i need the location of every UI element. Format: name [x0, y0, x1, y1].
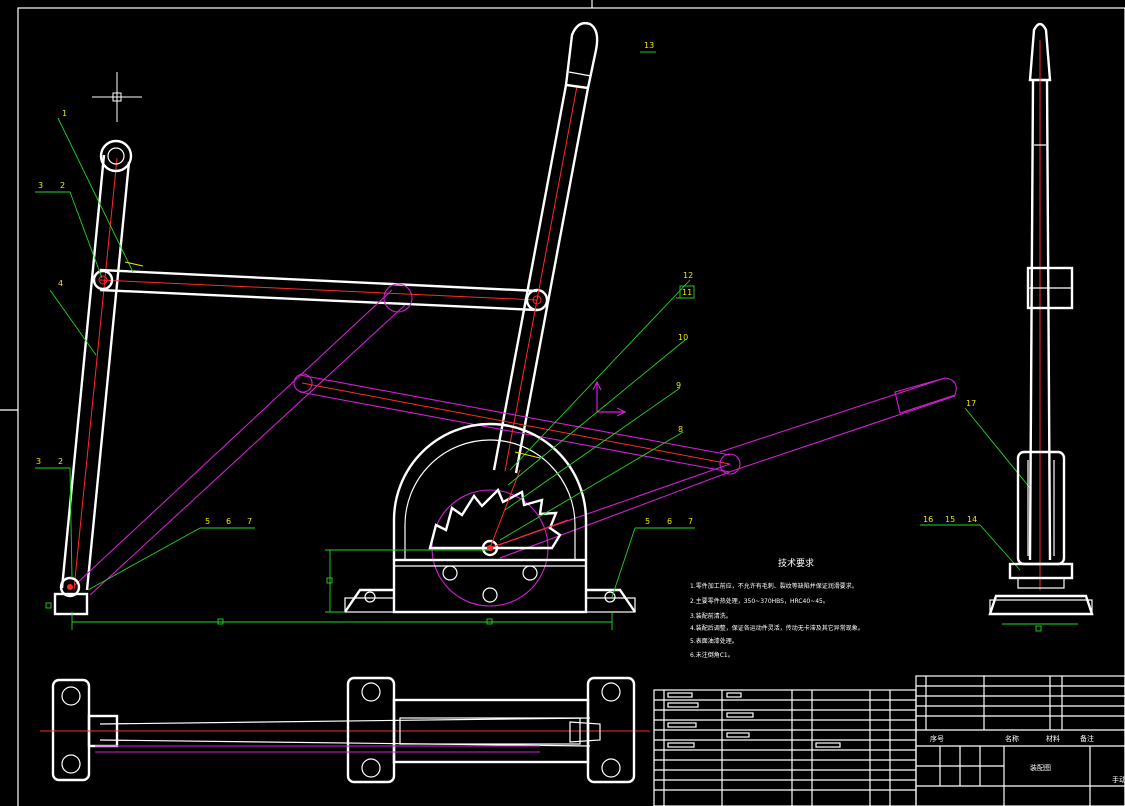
part-label-13: 13 [644, 41, 654, 50]
dimension-lines [45, 549, 613, 630]
part-label-7: 7 [247, 517, 252, 526]
crosshair-cursor-icon [92, 72, 142, 122]
part-label-5b: 5 [645, 517, 650, 526]
part-label-9: 9 [676, 381, 681, 390]
left-base-foot [53, 576, 89, 616]
part-label-2b: 2 [58, 457, 63, 466]
part-label-14: 14 [967, 515, 977, 524]
part-label-1: 1 [62, 109, 67, 118]
part-label-15: 15 [945, 515, 955, 524]
part-label-16: 16 [923, 515, 933, 524]
part-label-11: 11 [682, 288, 692, 297]
part-label-2: 2 [60, 181, 65, 190]
part-label-6: 6 [226, 517, 231, 526]
main-lever-handle [492, 21, 599, 474]
tech-notes-title: 技术要求 [778, 557, 814, 569]
leader-lines [35, 51, 1031, 598]
part-label-12: 12 [683, 271, 693, 280]
left-column-link [60, 139, 133, 591]
title-block-col-b: 名称 [1005, 734, 1019, 743]
part-label-4: 4 [58, 279, 63, 288]
ratchet-wheel [428, 469, 569, 603]
side-view [988, 22, 1094, 632]
tech-note-6: 6.未注倒角C1。 [690, 651, 734, 659]
ucs-axis-icon [592, 380, 627, 417]
top-view [40, 676, 650, 784]
front-view: 1 3 2 4 3 2 5 6 7 5 6 7 8 9 10 11 12 13 … [35, 21, 1031, 630]
linkage-ghost-position [74, 283, 957, 607]
part-label-3b: 3 [36, 457, 41, 466]
part-label-6b: 6 [667, 517, 672, 526]
parts-list-table [653, 689, 917, 806]
tech-note-1: 1.零件加工前应，不允许有毛刺、裂纹等缺陷并保证润滑要求。 [690, 582, 858, 590]
tech-note-2: 2.主要零件热处理，350~370HBS，HRC40~45。 [690, 597, 829, 605]
title-block: 序号 名称 材料 备注 装配图 手动 [915, 675, 1125, 806]
part-label-5: 5 [205, 517, 210, 526]
part-label-7b: 7 [688, 517, 693, 526]
title-block-col-a: 序号 [930, 734, 944, 743]
part-label-17: 17 [966, 399, 976, 408]
part-label-10: 10 [678, 333, 688, 342]
tech-note-4: 4.装配后调整，保证各运动件灵活，传动无卡滞及其它异常现象。 [690, 624, 864, 632]
technical-requirements-notes: 技术要求 1.零件加工前应，不允许有毛刺、裂纹等缺陷并保证润滑要求。 2.主要零… [690, 557, 864, 659]
part-label-8: 8 [678, 425, 683, 434]
title-block-right-cell: 手动 [1112, 775, 1125, 784]
ratchet-housing [344, 422, 636, 614]
title-block-col-c: 材料 [1046, 734, 1060, 743]
title-block-drawing-name: 装配图 [1030, 763, 1051, 772]
top-horizontal-link [92, 268, 549, 312]
title-block-col-d: 备注 [1080, 734, 1094, 743]
part-number-labels: 1 3 2 4 3 2 5 6 7 5 6 7 8 9 10 11 12 13 … [36, 41, 977, 526]
tech-note-5: 5.表面油漆处理。 [690, 637, 738, 645]
tech-note-3: 3.装配前清洗。 [690, 612, 732, 620]
part-label-3: 3 [38, 181, 43, 190]
